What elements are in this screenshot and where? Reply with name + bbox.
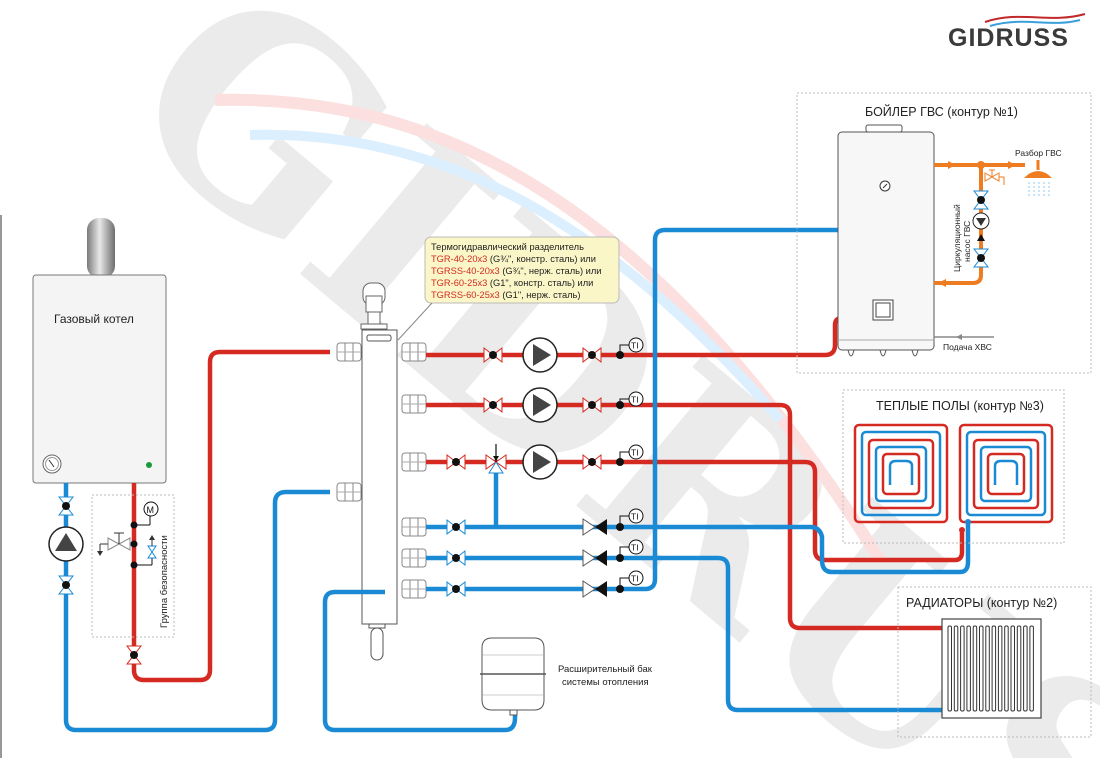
pipe-supply-floor xyxy=(426,459,965,563)
pipe-return-radiators xyxy=(426,555,945,713)
separator-callout: Термогидравлический разделитель TGR-40-2… xyxy=(397,236,620,341)
radiator-fin xyxy=(997,625,1003,712)
safety-valve-icon xyxy=(97,532,131,556)
dhw-boiler-title: БОЙЛЕР ГВС (контур №1) xyxy=(865,104,1018,119)
dhw-circ-pump-icon xyxy=(972,212,990,230)
boiler-circ-pump-icon xyxy=(48,526,84,562)
ball-valve-icon[interactable] xyxy=(446,519,466,535)
svg-text:Термогидравлический разделител: Термогидравлический разделитель xyxy=(431,242,584,252)
svg-text:TGR-60-25x3 (G1", констр. стал: TGR-60-25x3 (G1", констр. сталь) или xyxy=(431,278,593,288)
radiator-fin xyxy=(1016,625,1022,712)
temp-sensor-3: TI xyxy=(616,444,644,466)
pipe-dhw-recirc xyxy=(934,165,983,285)
radiator-fin xyxy=(947,625,952,712)
svg-text:насос ГВС: насос ГВС xyxy=(962,221,972,262)
radiator-fin xyxy=(1023,625,1028,712)
air-vent-icon xyxy=(147,535,157,559)
ball-valve-icon[interactable] xyxy=(58,496,74,516)
svg-text:Расширительный бак: Расширительный бак xyxy=(558,664,653,675)
pipe-expansion-tank xyxy=(322,589,518,733)
pipe-return-boiler xyxy=(63,483,330,733)
check-valve-icon xyxy=(977,234,985,241)
ball-valve-icon[interactable] xyxy=(446,550,466,566)
safety-group: M Группа безопасности xyxy=(91,494,175,638)
svg-text:TI: TI xyxy=(631,448,639,458)
svg-text:TGRSS-40-20x3 (G¾", нерж. стал: TGRSS-40-20x3 (G¾", нерж. сталь) или xyxy=(431,266,601,276)
svg-text:GIDRUSS: GIDRUSS xyxy=(948,24,1069,52)
radiator-fin xyxy=(1029,625,1034,712)
pipe-supply-boiler xyxy=(131,349,330,683)
expansion-tank: Расширительный бак системы отопления xyxy=(480,637,653,716)
gidruss-logo: GIDRUSS xyxy=(948,13,1086,52)
circulation-pump-icon xyxy=(522,337,558,373)
temp-sensor-4: TI xyxy=(616,508,644,531)
drain-valve-icon xyxy=(370,627,384,661)
radiator-fin xyxy=(1004,625,1009,712)
svg-text:TI: TI xyxy=(631,574,639,584)
svg-text:Подача ХВС: Подача ХВС xyxy=(943,342,992,352)
temp-sensor-6: TI xyxy=(616,570,644,593)
chimney xyxy=(87,218,115,278)
pipe-return-dhw xyxy=(426,227,838,592)
radiator-fin xyxy=(985,625,990,712)
svg-text:Разбор ГВС: Разбор ГВС xyxy=(1015,148,1062,158)
dhw-boiler-section: БОЙЛЕР ГВС (контур №1) Разбор ГВС Циркул… xyxy=(796,92,1092,374)
circulation-pump-icon xyxy=(522,444,558,480)
radiator-fin xyxy=(991,625,997,712)
radiator-fin xyxy=(979,625,984,712)
pressure-gauge-icon xyxy=(42,454,62,474)
svg-text:TI: TI xyxy=(631,543,639,553)
thermometer-icon xyxy=(879,180,891,192)
temp-sensor-2: TI xyxy=(616,391,644,409)
safety-group-label: Группа безопасности xyxy=(159,535,170,628)
watermark-swoosh-blue xyxy=(249,129,784,424)
three-way-mixing-valve-icon[interactable] xyxy=(485,444,507,474)
boiler-label: Газовый котел xyxy=(54,312,134,326)
svg-text:TI: TI xyxy=(631,341,639,351)
svg-text:TGRSS-60-25x3 (G1", нерж. стал: TGRSS-60-25x3 (G1", нерж. сталь) xyxy=(431,290,581,300)
ball-valve-icon xyxy=(973,248,989,268)
radiator-fin xyxy=(972,625,978,712)
circulation-pump-icon xyxy=(522,387,558,423)
svg-text:системы отопления: системы отопления xyxy=(562,677,649,688)
radiator-fin xyxy=(966,625,971,712)
hydraulic-separator xyxy=(336,282,427,661)
ball-valve-icon[interactable] xyxy=(126,645,142,665)
radiators-title: РАДИАТОРЫ (контур №2) xyxy=(906,596,1057,610)
ball-valve-icon[interactable] xyxy=(58,575,74,595)
svg-text:TI: TI xyxy=(631,512,639,522)
radiator-fin xyxy=(1010,625,1015,712)
svg-text:Циркуляционный: Циркуляционный xyxy=(952,204,962,272)
radiator-icon xyxy=(941,618,1042,719)
ball-valve-icon[interactable] xyxy=(446,581,466,597)
temp-sensor-5: TI xyxy=(616,539,644,562)
shower-head-icon xyxy=(1024,160,1052,198)
status-led-icon xyxy=(146,462,152,468)
temp-sensor-1: TI xyxy=(616,337,644,359)
svg-text:TGR-40-20x3 (G¾", констр. стал: TGR-40-20x3 (G¾", констр. сталь) или xyxy=(431,254,596,264)
drain-valve-icon xyxy=(984,169,1005,185)
radiator-fin xyxy=(960,625,965,712)
pipe-supply-radiators xyxy=(426,402,945,631)
floor-heating-section: ТЕПЛЫЕ ПОЛЫ (контур №3) xyxy=(842,389,1065,544)
radiator-fin xyxy=(953,625,959,712)
svg-text:M: M xyxy=(147,505,155,515)
pipe-return-floor xyxy=(426,522,971,575)
ball-valve-icon xyxy=(973,190,989,210)
radiators-section: РАДИАТОРЫ (контур №2) xyxy=(897,586,1092,738)
manometer-icon xyxy=(143,501,159,517)
floor-heating-title: ТЕПЛЫЕ ПОЛЫ (контур №3) xyxy=(876,399,1044,413)
gas-boiler: Газовый котел xyxy=(32,218,167,484)
svg-text:TI: TI xyxy=(631,395,639,405)
